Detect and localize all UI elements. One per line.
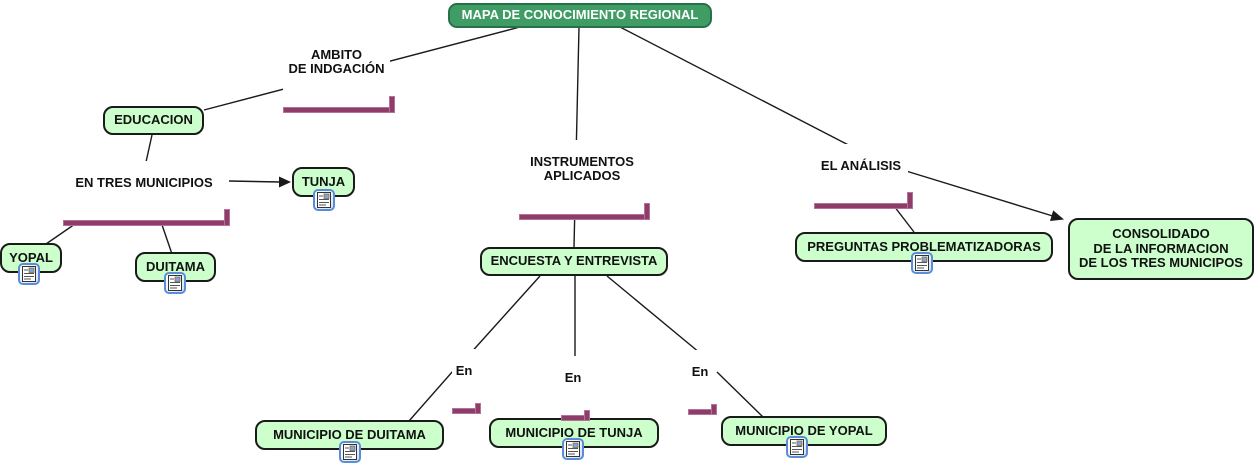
phrase-tick (389, 95, 395, 113)
linking-phrase-label: AMBITO DE INDGACIÓN (288, 46, 385, 77)
edge-encuesta-en3[interactable] (606, 275, 701, 354)
edge-entres-tunja[interactable] (228, 180, 281, 183)
concept-municipio-de-yopal[interactable]: MUNICIPIO DE YOPAL (721, 416, 887, 446)
linking-phrase-label: INSTRUMENTOS APLICADOS (530, 153, 634, 184)
resource-icon-duitama[interactable] (164, 272, 186, 294)
linking-phrase-label: EN TRES MUNICIPIOS (75, 174, 213, 190)
concept-root[interactable]: MAPA DE CONOCIMIENTO REGIONAL (448, 3, 712, 28)
concept-encuesta-y-entrevista[interactable]: ENCUESTA Y ENTREVISTA (480, 247, 668, 276)
edge-en3-mun-yopal[interactable] (716, 371, 764, 418)
phrase-tick (584, 410, 590, 422)
resource-icon-yopal[interactable] (18, 263, 40, 285)
phrase-tick (224, 209, 230, 227)
linking-phrase-el-analisis[interactable]: EL ANÁLISIS (814, 144, 913, 210)
edge-root-analisis[interactable] (619, 26, 863, 153)
concept-educacion[interactable]: EDUCACION (103, 106, 204, 135)
linking-phrase-en-2[interactable]: En (561, 356, 590, 422)
linking-phrase-label: En (564, 369, 582, 385)
linking-phrase-instrumentos-aplicados[interactable]: INSTRUMENTOS APLICADOS (519, 140, 650, 220)
arrowhead-consolidado (1050, 210, 1064, 221)
edge-analisis-consolidado[interactable] (892, 166, 1057, 218)
linking-phrase-en-1[interactable]: En (452, 349, 481, 415)
resource-icon-mun-duitama[interactable] (339, 441, 361, 463)
phrase-tick (644, 202, 650, 220)
phrase-tick (711, 404, 717, 416)
linking-phrase-ambito-de-indgacion[interactable]: AMBITO DE INDGACIÓN (283, 33, 395, 113)
linking-phrase-en-3[interactable]: En (688, 350, 717, 416)
phrase-underline (63, 220, 230, 227)
phrase-tick (907, 192, 913, 210)
edge-en1-mun-duitama[interactable] (408, 370, 454, 422)
phrase-underline (283, 106, 395, 113)
phrase-underline (814, 203, 913, 210)
resource-icon-mun-yopal[interactable] (786, 436, 808, 458)
phrase-tick (475, 403, 481, 415)
linking-phrase-label: En (691, 363, 709, 379)
resource-icon-tunja[interactable] (313, 189, 335, 211)
concept-consolidado[interactable]: CONSOLIDADO DE LA INFORMACION DE LOS TRE… (1068, 218, 1254, 280)
phrase-underline (519, 213, 650, 220)
linking-phrase-label: EL ANÁLISIS (820, 157, 902, 173)
resource-icon-mun-tunja[interactable] (562, 438, 584, 460)
resource-icon-preguntas[interactable] (911, 252, 933, 274)
linking-phrase-en-tres-municipios[interactable]: EN TRES MUNICIPIOS (63, 161, 230, 227)
edge-encuesta-en1[interactable] (467, 275, 541, 357)
arrowhead-tunja (279, 176, 291, 188)
linking-phrase-label: En (455, 362, 473, 378)
